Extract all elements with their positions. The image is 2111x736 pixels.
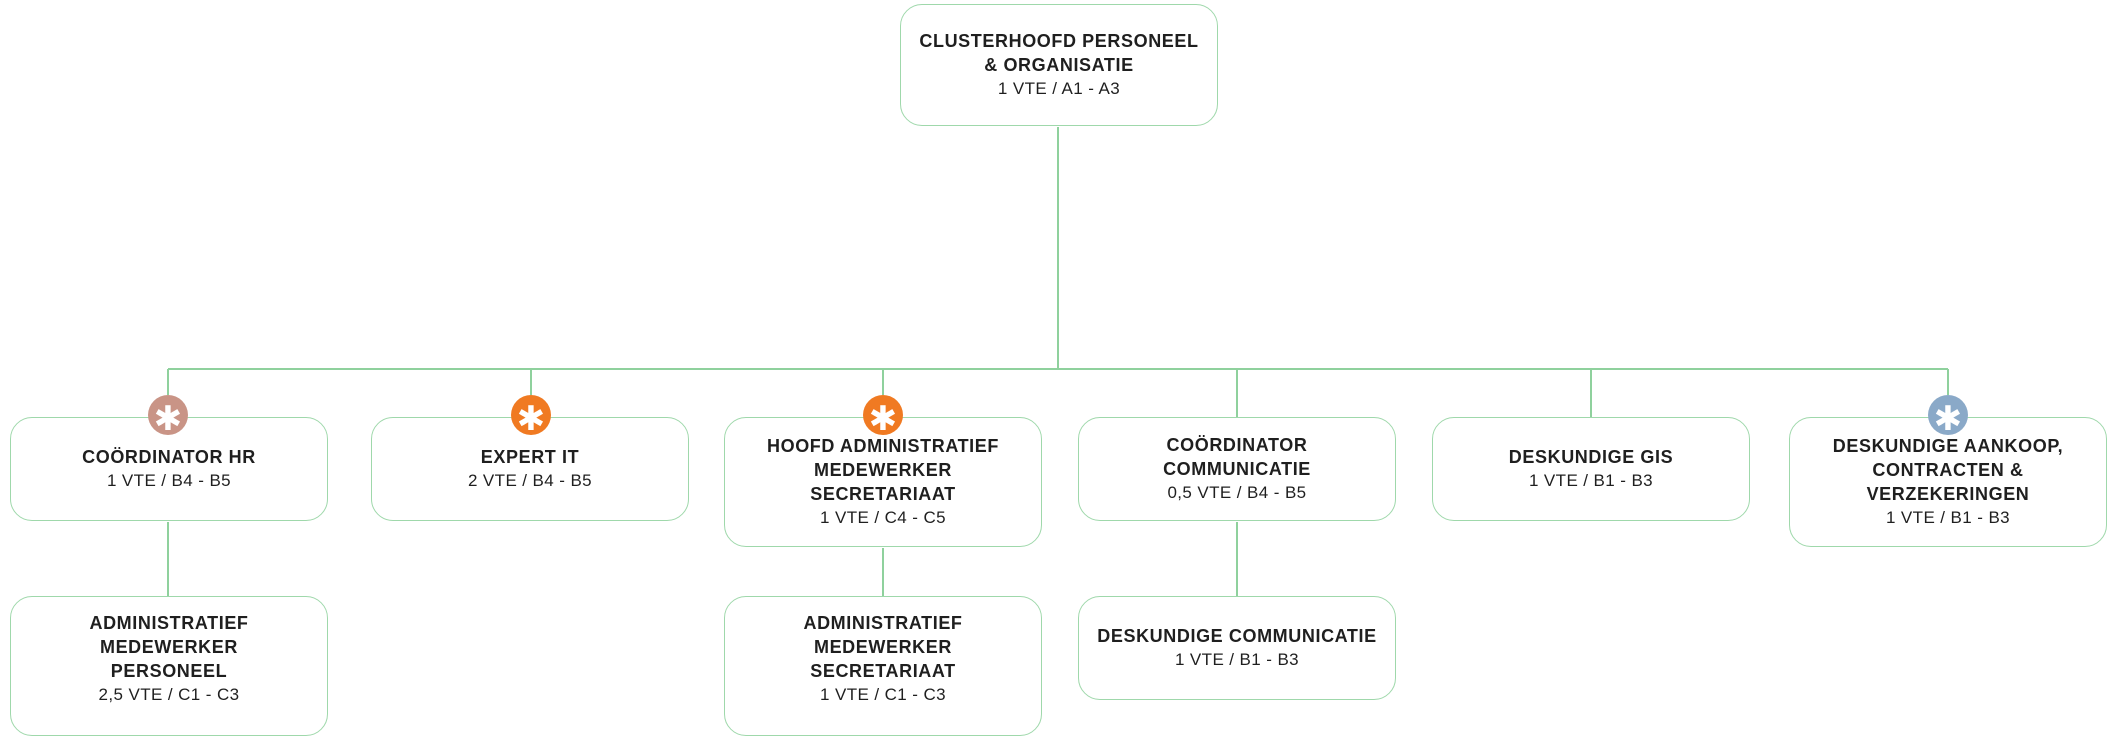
- node-title: CONTRACTEN & VERZEKERINGEN: [1866, 460, 2030, 504]
- node-fte-scale: 0,5 VTE / B4 - B5: [1167, 483, 1307, 502]
- node-title: DESKUNDIGE GIS: [1508, 447, 1674, 467]
- node-title: HOOFD ADMINISTRATIEF: [767, 436, 999, 456]
- node-fte-scale: 1 VTE / A1 - A3: [997, 79, 1121, 98]
- node-coordinator-communicatie: COÖRDINATOR COMMUNICATIE 0,5 VTE / B4 - …: [1078, 417, 1396, 521]
- node-title: COÖRDINATOR HR: [82, 447, 256, 467]
- node-fte-scale: 1 VTE / B1 - B3: [1885, 508, 2011, 527]
- node-title: COÖRDINATOR COMMUNICATIE: [1163, 435, 1311, 479]
- node-title: ADMINISTRATIEF MEDEWERKER: [89, 613, 249, 657]
- node-fte-scale: 2,5 VTE / C1 - C3: [98, 685, 240, 704]
- node-fte-scale: 1 VTE / B1 - B3: [1528, 471, 1654, 490]
- asterisk-icon: ✱: [148, 395, 188, 438]
- node-fte-scale: 1 VTE / B4 - B5: [106, 471, 232, 490]
- node-fte-scale: 1 VTE / C4 - C5: [820, 508, 946, 527]
- node-deskundige-communicatie: DESKUNDIGE COMMUNICATIE 1 VTE / B1 - B3: [1078, 596, 1396, 700]
- node-title: ADMINISTRATIEF MEDEWERKER: [803, 613, 963, 657]
- node-hoofd-administratief: HOOFD ADMINISTRATIEF MEDEWERKER SECRETAR…: [724, 417, 1042, 547]
- node-title: MEDEWERKER SECRETARIAAT: [810, 460, 956, 504]
- node-title: PERSONEEL: [110, 661, 228, 681]
- node-title: SECRETARIAAT: [810, 661, 956, 681]
- node-fte-scale: 2 VTE / B4 - B5: [467, 471, 593, 490]
- node-deskundige-aankoop: DESKUNDIGE AANKOOP, CONTRACTEN & VERZEKE…: [1789, 417, 2107, 547]
- node-coordinator-hr: COÖRDINATOR HR 1 VTE / B4 - B5: [10, 417, 328, 521]
- asterisk-icon: ✱: [863, 395, 903, 438]
- node-clusterhoofd: CLUSTERHOOFD PERSONEEL & ORGANISATIE 1 V…: [900, 4, 1218, 126]
- asterisk-icon: ✱: [1928, 395, 1968, 438]
- node-fte-scale: 1 VTE / B1 - B3: [1174, 650, 1300, 669]
- node-title: & ORGANISATIE: [984, 55, 1134, 75]
- node-title: EXPERT IT: [480, 447, 580, 467]
- node-admin-secretariaat: ADMINISTRATIEF MEDEWERKER SECRETARIAAT 1…: [724, 596, 1042, 736]
- node-title: DESKUNDIGE COMMUNICATIE: [1097, 626, 1377, 646]
- node-admin-personeel: ADMINISTRATIEF MEDEWERKER PERSONEEL 2,5 …: [10, 596, 328, 736]
- node-fte-scale: 1 VTE / C1 - C3: [820, 685, 946, 704]
- node-title: DESKUNDIGE AANKOOP,: [1832, 436, 2064, 456]
- node-title: CLUSTERHOOFD PERSONEEL: [919, 31, 1199, 51]
- node-deskundige-gis: DESKUNDIGE GIS 1 VTE / B1 - B3: [1432, 417, 1750, 521]
- asterisk-icon: ✱: [511, 395, 551, 438]
